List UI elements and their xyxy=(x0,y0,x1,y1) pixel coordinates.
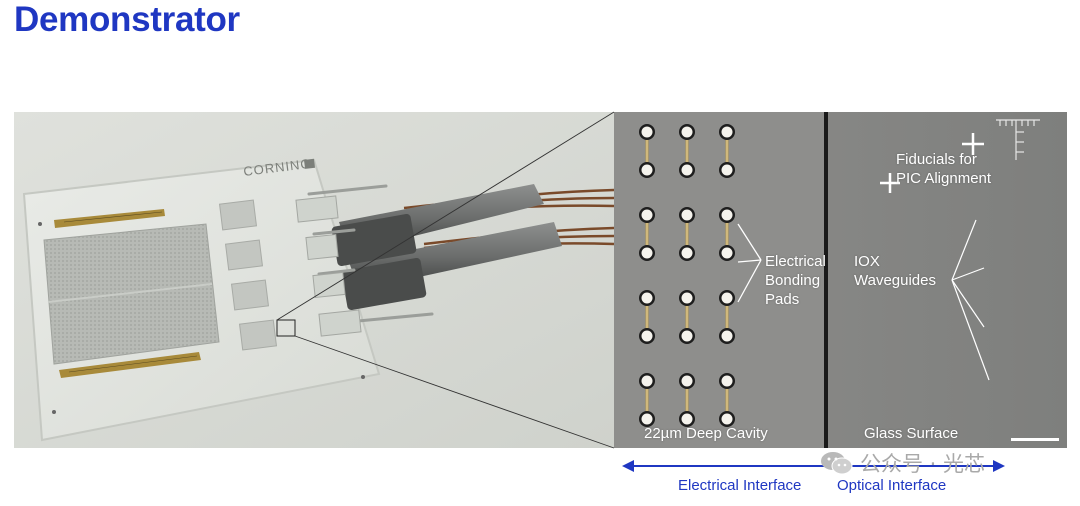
demonstrator-photo: CORNING xyxy=(14,112,614,448)
wechat-icon xyxy=(820,450,854,476)
bonding-pads-label: Electrical Bonding Pads xyxy=(765,253,826,308)
glass-surface-label: Glass Surface xyxy=(864,425,959,442)
fiducials-label: Fiducials for PIC Alignment xyxy=(896,151,992,187)
interface-arrows xyxy=(622,460,1005,472)
watermark: 公众号 · 光芯 xyxy=(820,448,985,478)
waveguides-label: IOX Waveguides xyxy=(854,253,936,289)
photo-illustration: CORNING xyxy=(14,112,614,448)
cavity-label: 22µm Deep Cavity xyxy=(644,425,768,442)
watermark-text: 公众号 · 光芯 xyxy=(860,452,986,476)
micrograph-illustration xyxy=(614,112,1067,448)
electrical-interface-label: Electrical Interface xyxy=(678,477,802,494)
scale-bar xyxy=(1011,438,1059,441)
optical-interface-label: Optical Interface xyxy=(837,477,947,494)
micrograph: 22µm Deep Cavity Glass Surface Electrica… xyxy=(614,112,1067,448)
page-title: Demonstrator xyxy=(14,0,240,39)
